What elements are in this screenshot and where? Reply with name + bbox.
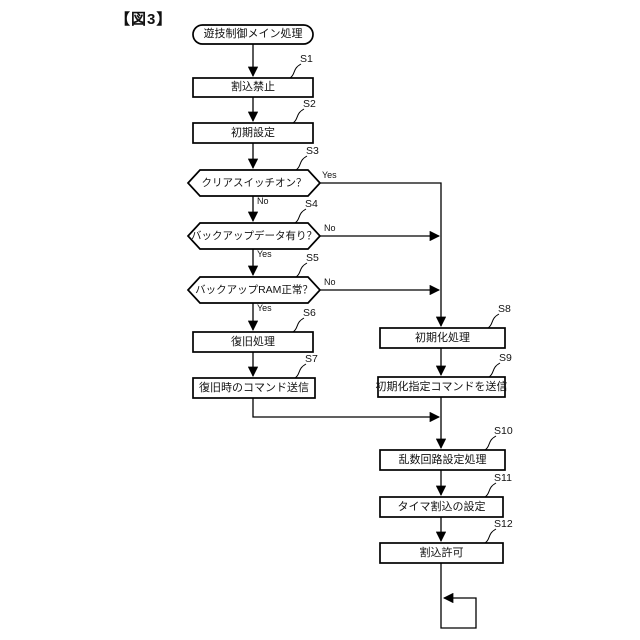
s3-step-id: S3 [306, 145, 319, 157]
s6-leader-line [292, 317, 305, 333]
s11-process-label: タイマ割込の設定 [397, 500, 486, 513]
s7-step-id: S7 [305, 353, 318, 365]
s12-leader-line [484, 528, 497, 544]
s1-leader-line [289, 63, 302, 79]
s7-process-label: 復旧時のコマンド送信 [199, 381, 309, 394]
s2-step-id: S2 [303, 98, 316, 110]
s8-step-id: S8 [498, 303, 511, 315]
s3-decision-label: クリアスイッチオン？ [201, 176, 307, 189]
edge-s3-yes-to-s8 [320, 182, 447, 328]
s9-step-id: S9 [499, 352, 512, 364]
s8-process-shape [379, 327, 506, 349]
s2-process-label: 初期設定 [231, 126, 275, 139]
s6-step-id: S6 [303, 307, 316, 319]
edge-s7-to-join [252, 398, 441, 423]
s5-leader-line [295, 262, 308, 278]
s1-process-label: 割込禁止 [231, 81, 275, 93]
s11-leader-line [484, 482, 497, 498]
s8-process-label: 初期化処理 [415, 331, 470, 344]
s4-no-label: No [324, 223, 336, 233]
s4-leader-line [294, 208, 307, 224]
s8-leader-line [487, 313, 500, 329]
s2-leader-line [292, 108, 305, 124]
s10-process-shape [379, 449, 506, 471]
s9-process-label: 初期化指定コマンドを送信 [375, 380, 508, 393]
s4-yes-label: Yes [257, 249, 272, 259]
s4-step-id: S4 [305, 198, 318, 210]
s10-leader-line [484, 435, 497, 451]
s7-process-shape [192, 377, 316, 399]
figure-label: 【図3】 [115, 11, 173, 28]
s5-no-label: No [324, 277, 336, 287]
s5-yes-label: Yes [257, 303, 272, 313]
s10-step-id: S10 [494, 425, 513, 437]
s1-step-id: S1 [300, 53, 313, 65]
s5-step-id: S5 [306, 252, 319, 264]
s6-process-label: 復旧処理 [231, 335, 275, 348]
s3-leader-line [295, 155, 308, 171]
s3-yes-label: Yes [322, 170, 337, 180]
s11-step-id: S11 [494, 472, 512, 484]
s12-process-label: 割込許可 [419, 546, 464, 559]
edge-s12-endless-loop [440, 563, 477, 629]
s10-process-label: 乱数回路設定処理 [398, 453, 487, 466]
s7-leader-line [294, 363, 307, 379]
s12-step-id: S12 [494, 518, 513, 530]
s4-decision-label: バックアップデータ有り？ [191, 229, 317, 242]
s5-decision-label: バックアップRAM正常？ [195, 283, 313, 296]
s3-no-label: No [257, 196, 269, 206]
s9-leader-line [488, 362, 501, 378]
start-terminal-label: 遊技制御メイン処理 [203, 28, 303, 40]
